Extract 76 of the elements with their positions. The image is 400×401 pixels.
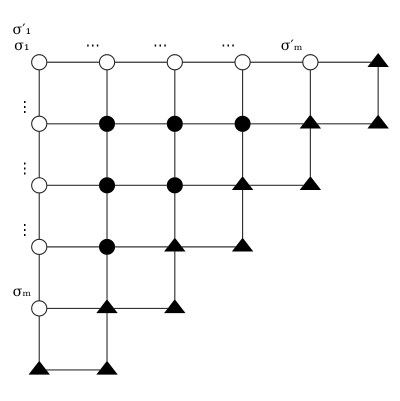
node-label: ⋯ (153, 38, 168, 54)
connector (114, 246, 168, 248)
connector (114, 184, 168, 186)
connector (317, 123, 372, 124)
connector (38, 70, 40, 116)
connector (310, 128, 311, 177)
connector (106, 193, 108, 240)
node-label: σ′₁ (12, 22, 32, 38)
node-label: σₘ (12, 284, 32, 300)
connector (106, 132, 108, 178)
node-circle (31, 54, 48, 70)
connector (114, 62, 168, 63)
connector (38, 316, 40, 362)
node-circle (302, 54, 318, 70)
node-triangle (232, 238, 254, 252)
node-triangle (164, 299, 186, 314)
connector (174, 193, 176, 238)
connector (106, 312, 108, 362)
connector (46, 62, 100, 63)
connector (46, 184, 100, 186)
connector (182, 123, 235, 124)
connector (106, 70, 108, 116)
node-circle (31, 116, 48, 132)
connector (46, 246, 100, 248)
node-circle (166, 54, 183, 70)
connector (182, 184, 236, 186)
node-triangle (367, 53, 389, 67)
connector (174, 70, 176, 116)
node-circle (31, 177, 48, 194)
node-triangle (96, 360, 118, 375)
node-label: ⋮ (18, 100, 32, 116)
connector (106, 254, 108, 300)
node-dot (166, 116, 183, 132)
connector (242, 70, 244, 116)
node-triangle (232, 176, 254, 190)
connector (46, 369, 100, 371)
connector (38, 193, 40, 240)
node-dot (99, 116, 116, 132)
node-label: σ′ₘ (280, 38, 303, 54)
connector (174, 132, 176, 178)
connector (250, 62, 303, 63)
connector (46, 308, 100, 309)
connector (181, 246, 236, 248)
node-triangle (96, 299, 118, 314)
node-circle (98, 54, 116, 70)
node-dot (99, 238, 116, 255)
node-triangle (300, 114, 322, 128)
node-circle (31, 238, 48, 255)
node-label: ⋮ (18, 222, 32, 239)
node-label: ⋯ (85, 38, 100, 54)
connector (378, 66, 379, 116)
node-circle (31, 300, 48, 317)
node-triangle (367, 114, 389, 128)
connector (249, 184, 304, 186)
node-triangle (28, 360, 50, 375)
node-dot (99, 177, 116, 194)
connector (318, 62, 372, 63)
node-label: ⋯ (220, 38, 235, 54)
connector (250, 123, 304, 124)
node-triangle (164, 238, 186, 252)
connector (38, 254, 40, 301)
connector (242, 190, 244, 238)
node-dot (166, 177, 183, 194)
node-circle (234, 54, 251, 70)
node-label: ⋮ (18, 161, 32, 178)
connector (310, 70, 311, 115)
node-triangle (300, 176, 322, 190)
connector (174, 251, 176, 300)
node-dot (234, 116, 251, 132)
connector (242, 132, 244, 177)
connector (182, 62, 235, 63)
connector (38, 132, 40, 178)
connector (46, 123, 100, 124)
connector (114, 308, 168, 309)
node-label: σ₁ (14, 38, 30, 54)
connector (114, 123, 168, 124)
